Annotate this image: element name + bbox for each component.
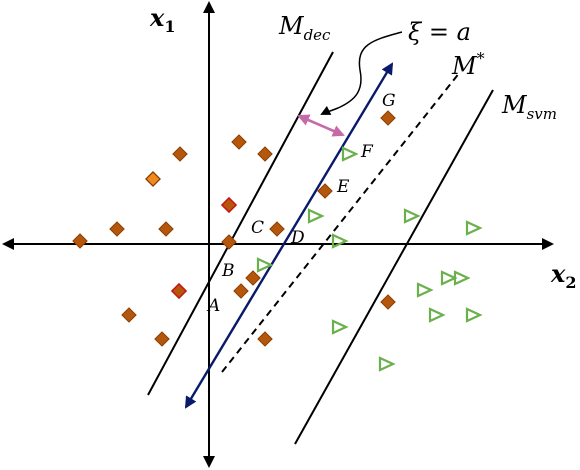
triangle-point — [378, 356, 396, 372]
m-svm-line — [294, 89, 494, 445]
diamond-point — [72, 233, 88, 249]
triangle-points — [256, 146, 483, 372]
diamond-point-c — [269, 221, 285, 237]
diamond-point — [380, 294, 396, 310]
xi-label: ξ = a — [408, 18, 471, 46]
x1-axis-label: x1 — [149, 3, 175, 36]
m-svm-label: Msvm — [501, 91, 557, 123]
triangle-point — [428, 307, 446, 323]
m-star-label: M* — [451, 49, 485, 80]
triangle-point — [331, 233, 349, 249]
diamond-point — [172, 146, 188, 162]
diamond-point-highlighted — [145, 171, 161, 187]
diamond-point-red-outline — [170, 282, 188, 300]
diamond-point — [245, 270, 261, 286]
triangle-point — [403, 208, 421, 224]
triangle-point — [256, 257, 274, 273]
point-label-d: D — [290, 228, 305, 248]
diamond-point — [257, 331, 273, 347]
point-label-e: E — [336, 177, 350, 197]
triangle-point — [307, 208, 325, 224]
diamond-point — [154, 331, 170, 347]
triangle-point — [440, 270, 458, 286]
diamond-point-e — [317, 183, 333, 199]
xi-pointer-curve — [320, 31, 403, 115]
triangle-point-f — [341, 146, 359, 162]
point-label-c: C — [251, 218, 264, 238]
m-dec-label: Mdec — [278, 12, 331, 44]
margin-double-arrow — [297, 114, 345, 137]
diamond-point-g — [380, 110, 396, 126]
diamond-point — [158, 221, 174, 237]
triangle-point — [331, 319, 349, 335]
triangle-point — [465, 220, 483, 236]
diamond-point — [231, 134, 247, 150]
x2-axis-label: x2 — [550, 259, 576, 292]
diamond-point — [109, 221, 125, 237]
triangle-point — [465, 307, 483, 323]
diamond-point — [233, 283, 249, 299]
xi-double-arrow — [184, 62, 394, 409]
diamond-point — [221, 234, 237, 250]
diamond-point — [257, 146, 273, 162]
diamond-points — [72, 110, 396, 347]
point-label-a: A — [206, 296, 220, 316]
point-label-f: F — [360, 142, 374, 162]
point-label-b: B — [221, 261, 235, 281]
point-label-g: G — [382, 91, 396, 111]
diamond-point-red-outline — [220, 196, 238, 214]
triangle-point — [453, 270, 471, 286]
m-dec-line — [147, 51, 334, 396]
triangle-point — [416, 282, 434, 298]
diamond-point — [121, 307, 137, 323]
